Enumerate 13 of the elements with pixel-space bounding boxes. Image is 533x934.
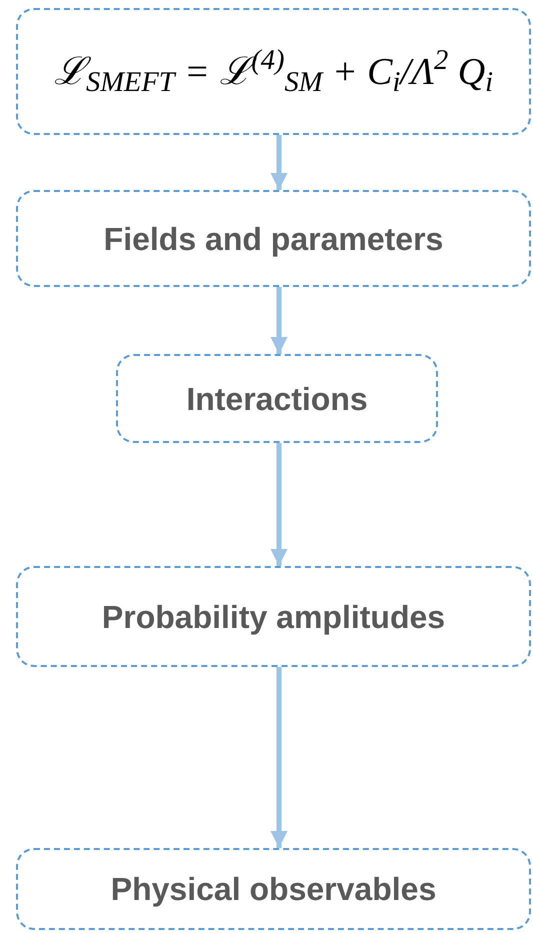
box-label: Physical observables xyxy=(110,870,436,909)
process-box xyxy=(16,190,531,287)
arrow xyxy=(270,135,288,190)
arrow xyxy=(270,287,288,354)
box-label: Probability amplitudes xyxy=(102,598,446,636)
process-box xyxy=(16,848,531,930)
process-box xyxy=(16,566,531,667)
formula-box xyxy=(16,8,531,135)
process-box xyxy=(116,354,438,443)
arrow xyxy=(270,443,288,566)
box-label: Interactions xyxy=(186,380,368,418)
box-label: Fields and parameters xyxy=(104,220,444,258)
arrow xyxy=(270,667,288,848)
